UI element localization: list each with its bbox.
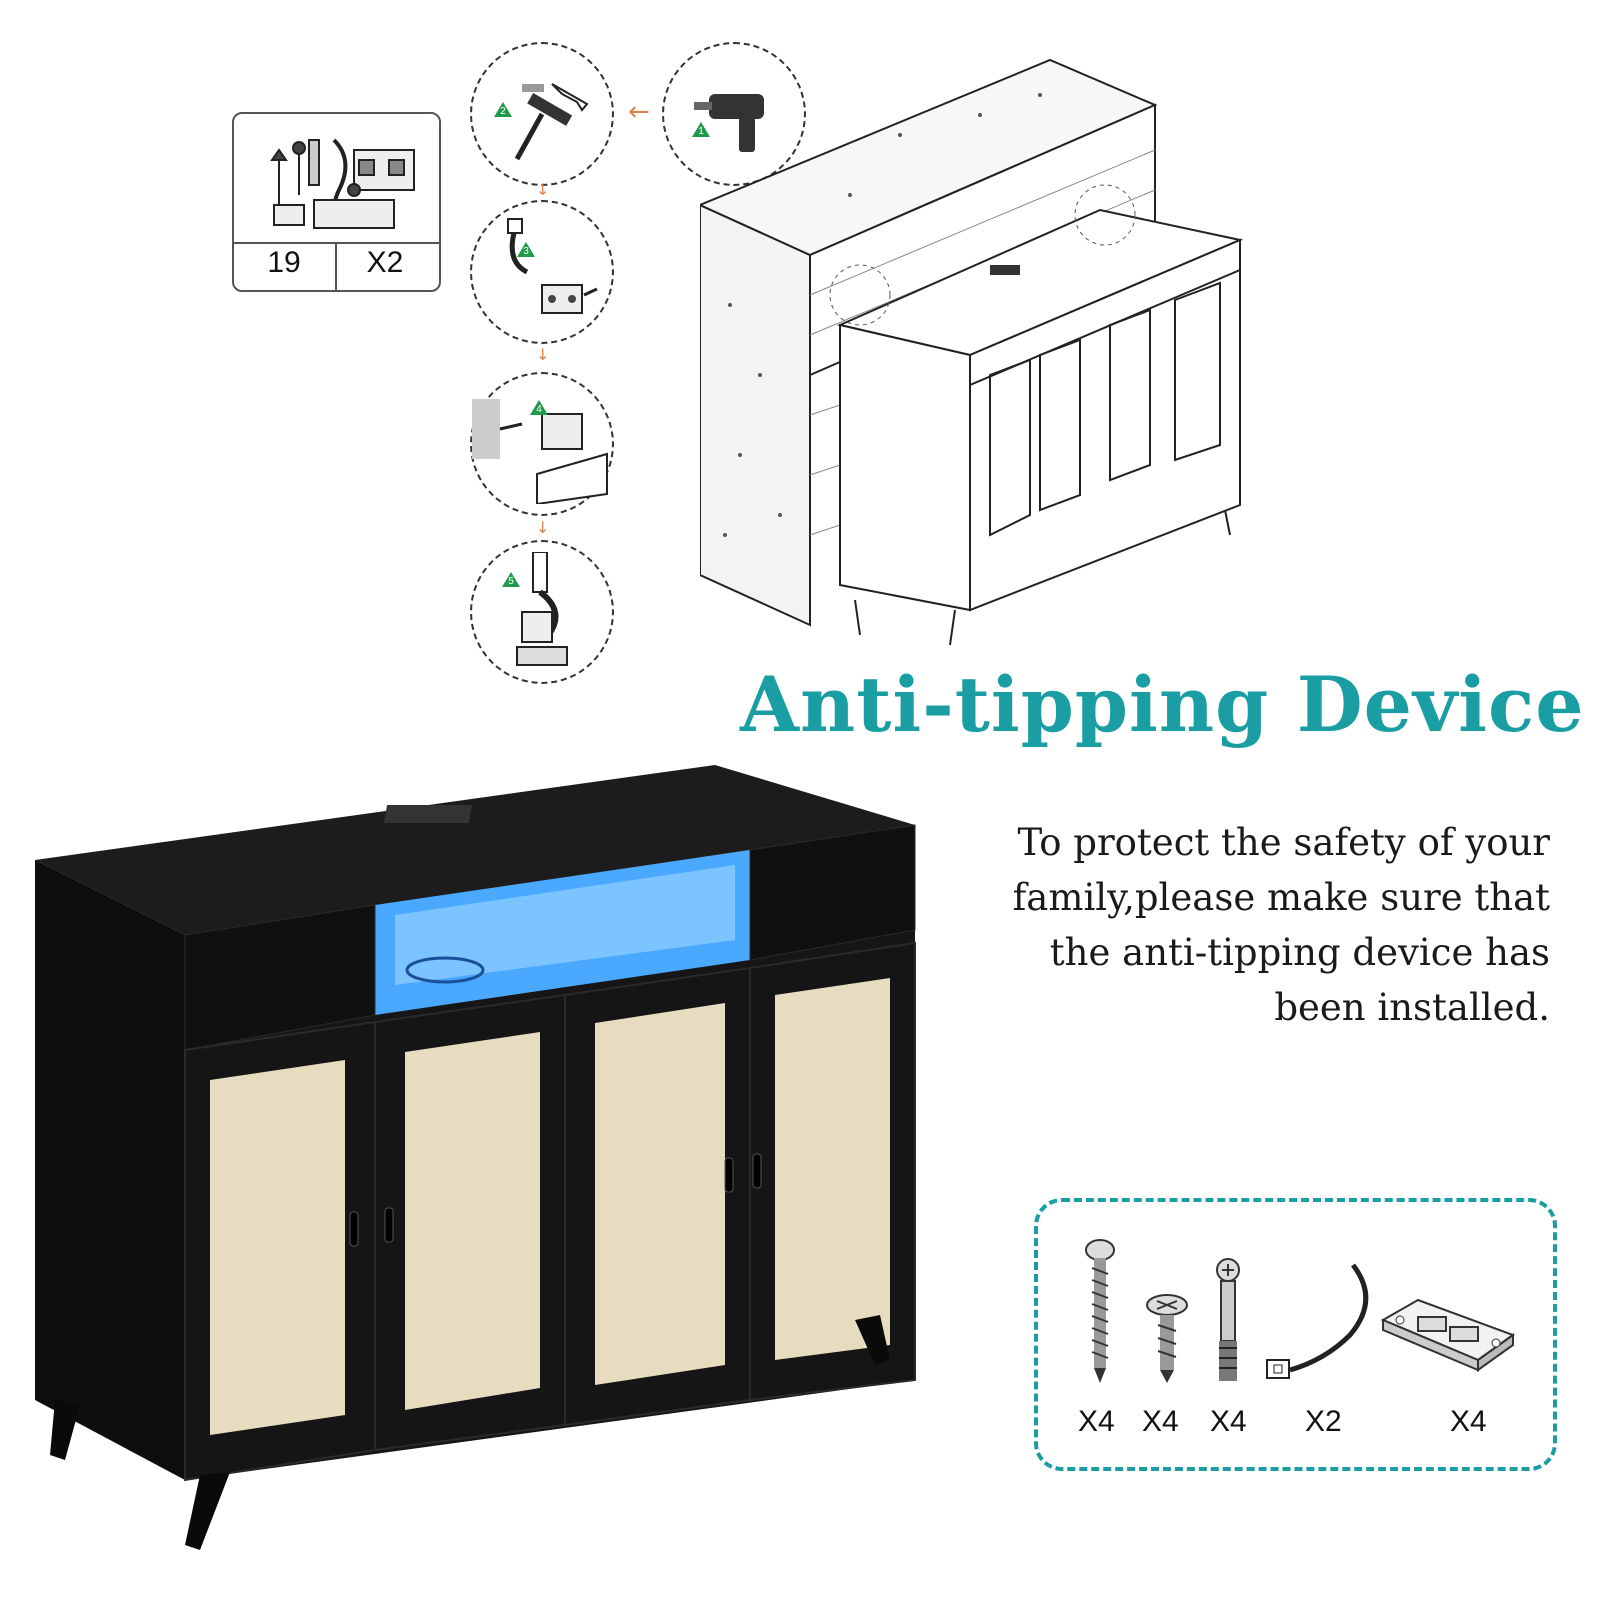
flow-arrow-down-icon: ↓ bbox=[536, 345, 550, 364]
long-screw-icon bbox=[1085, 1239, 1115, 1383]
cam-bolt-icon bbox=[1216, 1258, 1240, 1381]
step-badge bbox=[530, 400, 548, 415]
flow-arrow-down-icon: ↓ bbox=[536, 180, 550, 199]
hardware-box bbox=[1034, 1198, 1557, 1471]
step-1-circle: 1 bbox=[662, 42, 806, 186]
step-badge bbox=[494, 102, 512, 117]
flow-arrow-left-icon: ← bbox=[628, 97, 650, 127]
step-4-circle: 4 bbox=[470, 372, 614, 516]
step-number: 4 bbox=[536, 404, 542, 415]
drill-icon bbox=[694, 94, 764, 152]
safety-description: To protect the safety of your family,ple… bbox=[1012, 821, 1550, 1029]
hammer-anchor-icon bbox=[514, 83, 589, 161]
hardware-qty: X4 bbox=[1078, 1405, 1115, 1438]
parts-box: 19 X2 bbox=[232, 112, 441, 292]
flat-screw-icon bbox=[1146, 1294, 1188, 1383]
part-quantity: X2 bbox=[366, 246, 404, 279]
step-badge bbox=[517, 242, 535, 257]
step-5-circle: 5 bbox=[470, 540, 614, 684]
strap-icon bbox=[1266, 1263, 1369, 1379]
hardware-qty: X4 bbox=[1142, 1405, 1179, 1438]
strap-bracket-icon bbox=[507, 218, 598, 314]
step-number: 3 bbox=[523, 246, 529, 257]
flow-arrow-down-icon: ↓ bbox=[536, 518, 550, 537]
step-3-circle: 3 bbox=[470, 200, 614, 344]
part-number: 19 bbox=[267, 246, 301, 279]
cabinet-photo bbox=[35, 765, 916, 1550]
step-number: 5 bbox=[508, 576, 514, 587]
bracket-plate-icon bbox=[1380, 1298, 1516, 1372]
wall-bracket-icon bbox=[472, 399, 608, 504]
step-badge bbox=[502, 572, 520, 587]
step-badge bbox=[692, 122, 710, 137]
wall-cabinet-diagram bbox=[700, 58, 1244, 646]
step-2-circle: 2 bbox=[470, 42, 614, 186]
step-number: 2 bbox=[500, 106, 506, 117]
hardware-qty: X4 bbox=[1450, 1405, 1487, 1438]
fastened-strap-icon bbox=[516, 552, 568, 666]
step-number: 1 bbox=[698, 126, 704, 137]
parts-illustration-icon bbox=[270, 138, 415, 229]
hardware-qty: X4 bbox=[1210, 1405, 1247, 1438]
hardware-qty: X2 bbox=[1305, 1405, 1342, 1438]
page-title: Anti-tipping Device bbox=[740, 660, 1585, 749]
